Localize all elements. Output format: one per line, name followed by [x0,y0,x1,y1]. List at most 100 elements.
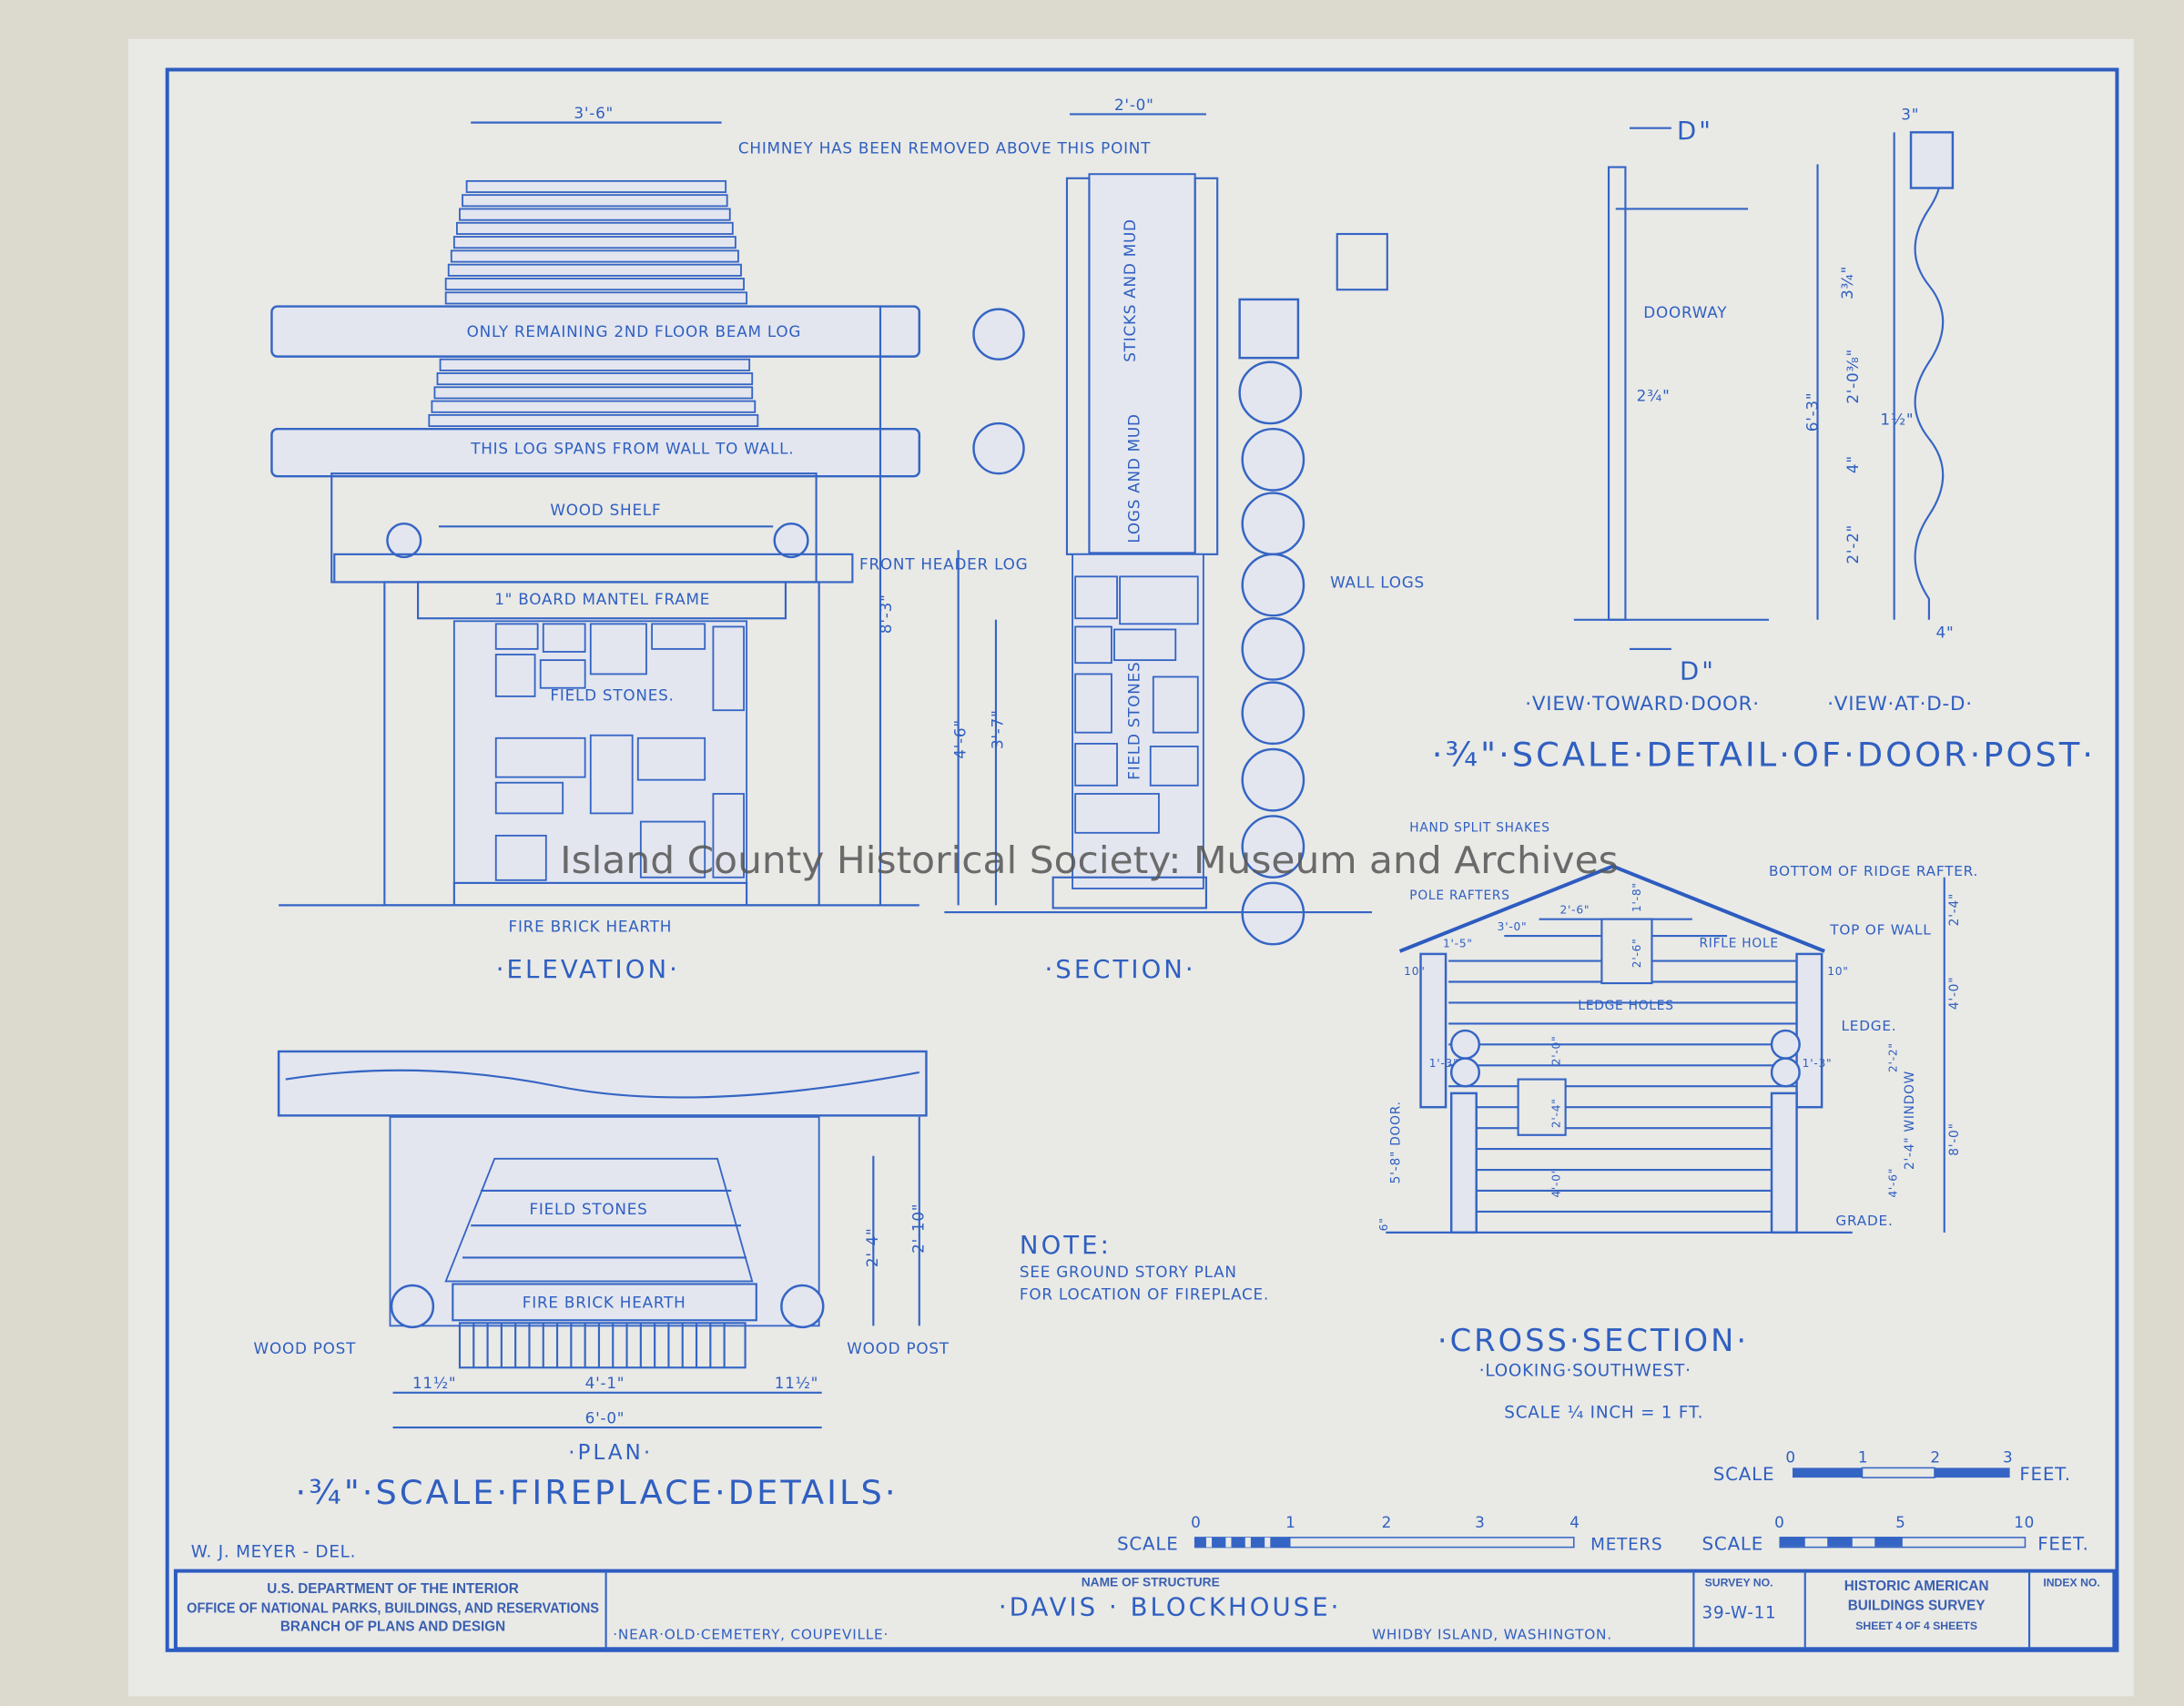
window-dim: 2'-4" WINDOW [1903,1071,1917,1170]
dim-3-7: 3'-7" [989,709,1007,749]
door-post-title: ·¾"·SCALE·DETAIL·OF·DOOR·POST· [1432,735,2096,774]
section-marker-top: D" [1677,117,1713,146]
dim: 10" [1404,965,1425,978]
delineator: W. J. MEYER - DEL. [191,1542,357,1561]
dim-height: 8'-3" [877,594,895,634]
watermark: Island County Historical Society: Museum… [560,838,1619,882]
ridge-label: BOTTOM OF RIDGE RAFTER. [1769,863,1978,879]
dim: 3'-0" [1498,920,1528,933]
unit: METERS [1590,1536,1662,1555]
side-right-dim: 11½" [775,1374,818,1392]
rifle-hole-label: RIFLE HOLE [1699,936,1778,950]
cross-section-wall-logs [1449,1029,1801,1234]
name-label: NAME OF STRUCTURE [1082,1575,1220,1589]
location-left: ·NEAR·OLD·CEMETERY, COUPEVILLE· [613,1627,889,1643]
note-block: NOTE: SEE GROUND STORY PLAN FOR LOCATION… [1020,1231,1269,1303]
dim: 8'-0" [1947,1122,1962,1155]
top-wall-label: TOP OF WALL [1829,921,1931,938]
total-dim: 6'-3" [1803,392,1822,432]
structure-name: ·DAVIS · BLOCKHOUSE· [999,1593,1342,1622]
dim-4-6: 4'-6" [950,719,969,759]
dim-d5: 2'-2" [1844,524,1862,564]
title-block: U.S. DEPARTMENT OF THE INTERIOR OFFICE O… [173,1569,2117,1651]
section-title: ·SECTION· [1044,955,1195,984]
elevation-drawing: 3'-6" CHIMNEY HAS BEEN REMOVED ABOVE THI… [270,104,1151,984]
dim-width: 3'-6" [574,104,614,122]
dim: 2'-2" [1887,1042,1900,1072]
scale-bar-feet-large: SCALE 0 5 10 FEET. [1702,1513,2088,1554]
plan-drawing: FIELD STONES FIRE BRICK HEARTH WOOD POST… [254,1050,950,1512]
dim: 1'-3" [1803,1057,1833,1070]
tick: 0 [1191,1513,1201,1531]
scale-label: SCALE [1713,1464,1775,1485]
agency-line-1: U.S. DEPARTMENT OF THE INTERIOR [267,1581,518,1597]
shelf-label: WOOD SHELF [550,501,661,519]
wood-post-left: WOOD POST [254,1339,357,1357]
scale-label: SCALE [1117,1534,1179,1555]
cross-section-subtitle: ·LOOKING·SOUTHWEST· [1479,1361,1691,1380]
rafters-label: POLE RAFTERS [1409,889,1509,903]
dim-d3: 1½" [1880,411,1914,429]
dim-d1: 3¾" [1838,266,1856,300]
tick: 1 [1285,1513,1295,1531]
sheet-number: SHEET 4 OF 4 SHEETS [1855,1620,1977,1632]
chimney-note: CHIMNEY HAS BEEN REMOVED ABOVE THIS POIN… [738,138,1151,157]
dim: 1'-5" [1443,937,1473,949]
tick: 2 [1382,1513,1392,1531]
note-heading: NOTE: [1020,1231,1112,1260]
view-at-dd: ·VIEW·AT·D-D· [1827,693,1973,716]
wood-post-right: WOOD POST [847,1339,950,1357]
index-label: INDEX NO. [2043,1576,2099,1589]
shakes-label: HAND SPLIT SHAKES [1409,820,1549,835]
dim: 10" [1827,965,1848,978]
logs-label: LOGS AND MUD [1125,413,1143,543]
plan-hearth-label: FIRE BRICK HEARTH [523,1293,686,1311]
habs-line-1: HISTORIC AMERICAN [1844,1579,1989,1594]
side-left-dim: 11½" [412,1374,456,1392]
section-stones-label: FIELD STONES [1125,662,1143,780]
sticks-label: STICKS AND MUD [1121,218,1139,362]
survey-number: 39-W-11 [1702,1604,1777,1623]
elevation-title: ·ELEVATION· [496,955,680,984]
ledge-holes-label: LEDGE HOLES [1578,999,1673,1013]
dim: 2'-0" [1550,1036,1563,1066]
tick: 0 [1785,1447,1795,1466]
door-dim: 5'-8" DOOR. [1389,1101,1404,1183]
span-note: THIS LOG SPANS FROM WALL TO WALL. [470,440,794,458]
section-width-dim: 2'-0" [1114,96,1154,114]
tick: 4 [1569,1513,1580,1531]
mantel-label: 1" BOARD MANTEL FRAME [494,590,710,608]
depth-2-4: 2'-4" [863,1227,881,1267]
beam-note: ONLY REMAINING 2ND FLOOR BEAM LOG [467,322,802,340]
dim: 2'-6" [1630,938,1643,968]
cross-section-drawing: HAND SPLIT SHAKES POLE RAFTERS BOTTOM OF… [1377,820,1978,1422]
grade-label: GRADE. [1835,1213,1893,1229]
dim: 2'-4" [1550,1098,1563,1128]
dim-d4: 4" [1844,455,1862,473]
cross-section-title: ·CROSS·SECTION· [1437,1323,1749,1358]
dim: 4'-0" [1550,1168,1563,1198]
tick: 5 [1895,1513,1905,1531]
note-line-2: FOR LOCATION OF FIREPLACE. [1020,1285,1269,1303]
dim: 4'-6" [1887,1168,1900,1198]
tick: 3 [2003,1447,2013,1466]
tick: 3 [1475,1513,1485,1531]
agency-line-3: BRANCH OF PLANS AND DESIGN [280,1619,505,1634]
field-stone-panel [452,620,748,884]
doorway-label: DOORWAY [1643,303,1727,321]
section-drawing: 2'-0" STICKS AND MUD LOGS AND MUD FIELD … [944,96,1425,984]
plan-total-dim: 6'-0" [585,1408,625,1427]
scale-bar-meters: SCALE 0 1 2 3 4 METERS [1117,1513,1662,1554]
dim: 6" [1377,1217,1390,1231]
section-marker-bottom: D" [1680,657,1716,686]
opening-dim: 4'-1" [585,1374,625,1392]
chimney-stack [428,179,759,428]
dim: 1'-3" [1429,1057,1459,1070]
dim: 4'-0" [1947,977,1962,1010]
view-toward-door: ·VIEW·TOWARD·DOOR· [1525,693,1760,716]
fireplace-title: ·¾"·SCALE·FIREPLACE·DETAILS· [295,1473,898,1512]
tick: 10 [2014,1513,2035,1531]
wall-logs-label: WALL LOGS [1330,574,1425,592]
unit: FEET. [2019,1464,2070,1485]
cross-section-scale-note: SCALE ¼ INCH = 1 FT. [1504,1403,1703,1422]
